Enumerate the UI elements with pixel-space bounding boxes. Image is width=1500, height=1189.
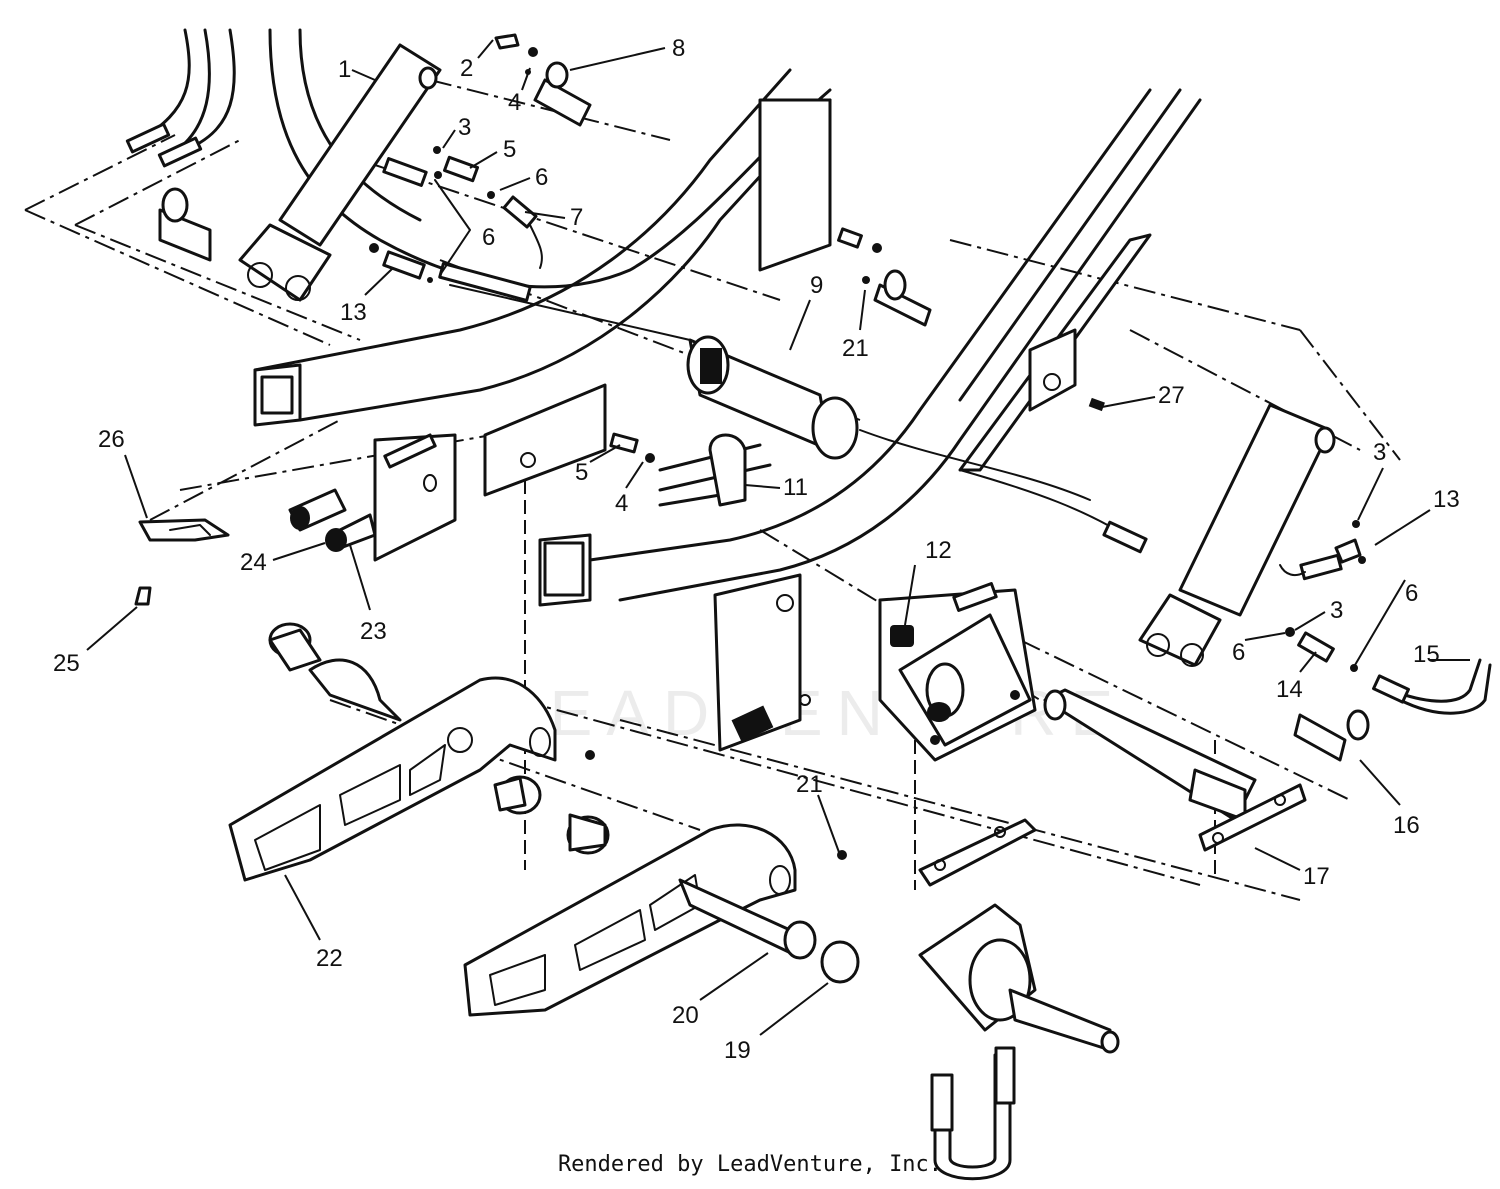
- leader-lines: [86, 39, 1470, 1036]
- callout-23: 23: [360, 618, 387, 645]
- hydraulic-hoses-left: [125, 28, 236, 168]
- callout-5b: 5: [575, 459, 588, 486]
- callout-19: 19: [724, 1037, 751, 1064]
- u-clamp: [609, 432, 772, 507]
- callout-7: 7: [570, 204, 583, 231]
- pivot-arm-left: [228, 622, 610, 882]
- callout-4b: 4: [615, 490, 628, 517]
- fittings-right: [1102, 520, 1366, 672]
- callout-4: 4: [508, 89, 521, 116]
- callout-3c: 3: [1330, 597, 1343, 624]
- callout-5: 5: [503, 136, 516, 163]
- callout-14: 14: [1276, 676, 1303, 703]
- bracket-bolts: [288, 433, 437, 552]
- frame-tube-right: [538, 88, 1202, 607]
- callout-1: 1: [338, 56, 351, 83]
- plate-26: [134, 518, 230, 606]
- center-mount: [713, 573, 1037, 762]
- callout-3b: 3: [1373, 439, 1386, 466]
- callout-12: 12: [925, 537, 952, 564]
- callout-27: 27: [1158, 382, 1185, 409]
- fittings-left: [369, 33, 543, 302]
- callout-25: 25: [53, 650, 80, 677]
- callout-21b: 21: [796, 771, 823, 798]
- callout-22: 22: [316, 945, 343, 972]
- callout-6c: 6: [1405, 580, 1418, 607]
- callout-6: 6: [535, 164, 548, 191]
- watermark: LEADVENTURE: [500, 677, 1127, 749]
- callout-8: 8: [672, 35, 685, 62]
- hydraulic-cylinder-right: [1138, 403, 1492, 762]
- callout-13: 13: [340, 299, 367, 326]
- spindle-assembly: [918, 818, 1120, 1181]
- hydraulic-cylinder-left: [158, 43, 592, 302]
- callout-21: 21: [842, 335, 869, 362]
- pivot-arm-right: [463, 823, 860, 1017]
- lift-cylinder: [449, 284, 1141, 546]
- callout-3: 3: [458, 114, 471, 141]
- callout-15: 15: [1413, 641, 1440, 668]
- callout-20: 20: [672, 1002, 699, 1029]
- callout-13b: 13: [1433, 486, 1460, 513]
- callout-17: 17: [1303, 863, 1330, 890]
- callout-16: 16: [1393, 812, 1420, 839]
- pin-upper-right: [837, 227, 1105, 412]
- callout-labels: 1 2 4 8 3 5 6 7 6 13 9 21 27 3 13 6 3 6 …: [53, 35, 1460, 1064]
- callout-9: 9: [810, 272, 823, 299]
- callout-26: 26: [98, 426, 125, 453]
- callout-2: 2: [460, 55, 473, 82]
- callout-6b: 6: [482, 224, 495, 251]
- axle-tube: [1043, 688, 1307, 852]
- credit-text: Rendered by LeadVenture, Inc.: [557, 1152, 943, 1177]
- callout-24: 24: [240, 549, 267, 576]
- callout-6d: 6: [1232, 639, 1245, 666]
- callout-11: 11: [783, 474, 808, 501]
